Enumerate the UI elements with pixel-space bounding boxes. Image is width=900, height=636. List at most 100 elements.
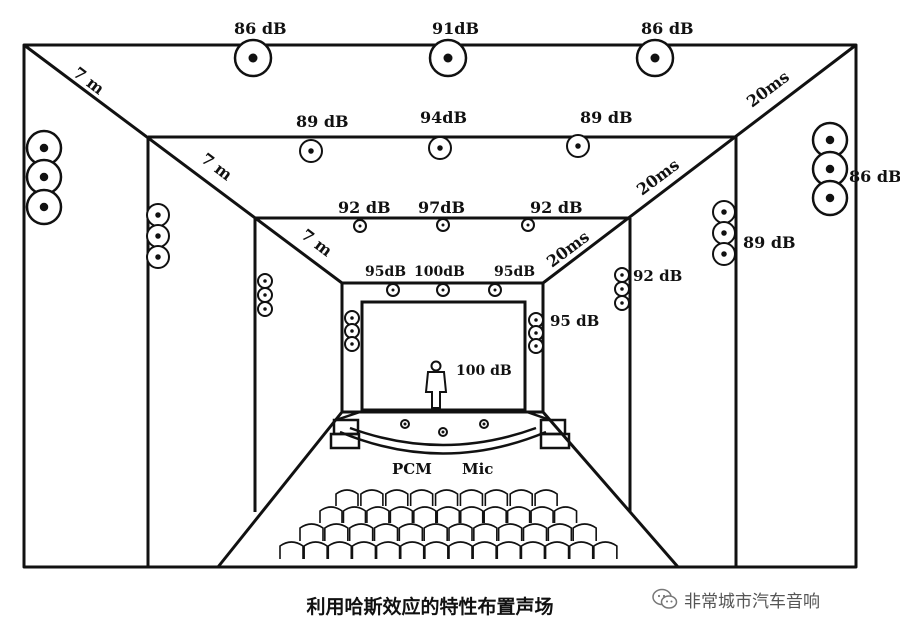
- speaker-icon: [528, 338, 544, 354]
- label-ceil-outer-right: 86 dB: [641, 19, 694, 38]
- speaker-icon: [528, 312, 544, 328]
- seat: [496, 541, 522, 559]
- speaker-icon: [25, 188, 63, 226]
- seat: [459, 506, 484, 523]
- seat: [472, 541, 497, 559]
- label-ceil-inner-right: 92 dB: [530, 198, 583, 217]
- speaker-icon: [25, 129, 63, 167]
- speaker-icon: [811, 150, 849, 188]
- audience-seats: [279, 489, 618, 559]
- seat: [506, 506, 531, 523]
- speaker-icon: [233, 38, 273, 78]
- label-mic: Mic: [462, 460, 493, 478]
- seat: [335, 489, 359, 506]
- seat: [360, 489, 384, 506]
- seat: [483, 506, 507, 523]
- seat: [409, 489, 434, 506]
- seat: [423, 523, 448, 541]
- seat: [436, 506, 461, 523]
- speaker-icon: [566, 134, 590, 158]
- label-wall-right-middle: 89 dB: [743, 233, 796, 252]
- seat: [324, 523, 349, 541]
- seat: [522, 523, 548, 541]
- label-ceil-mid-right: 89 dB: [580, 108, 633, 127]
- seat: [384, 489, 409, 506]
- label-stage-left: 95dB: [365, 264, 406, 280]
- seat: [319, 506, 343, 523]
- speaker-icon: [438, 427, 448, 437]
- seat: [279, 541, 304, 559]
- speaker-icon: [614, 295, 630, 311]
- watermark-text: 非常城市汽车音响: [684, 591, 820, 612]
- seat: [520, 541, 546, 559]
- seat: [399, 541, 425, 559]
- floor-edge-left: [216, 411, 344, 568]
- seat: [351, 541, 377, 559]
- seat: [544, 541, 570, 559]
- seat: [534, 489, 558, 506]
- speakers: [25, 38, 849, 437]
- floor-edge-right: [541, 411, 680, 568]
- seat: [299, 523, 324, 541]
- seat: [424, 541, 449, 559]
- speaker-icon: [712, 242, 736, 266]
- speaker-icon: [344, 310, 360, 326]
- stage-screen: [360, 300, 527, 412]
- seat: [366, 506, 390, 523]
- speaker-icon: [635, 38, 675, 78]
- seat: [327, 541, 353, 559]
- speaker-icon: [146, 224, 170, 248]
- seat: [572, 523, 597, 541]
- label-stage-center: 100dB: [414, 264, 465, 280]
- seat: [303, 541, 328, 559]
- label-performer: 100 dB: [456, 363, 512, 379]
- speaker-icon: [344, 323, 360, 339]
- seat: [375, 541, 401, 559]
- speaker-icon: [428, 136, 452, 160]
- speaker-icon: [257, 301, 273, 317]
- label-pcm: PCM: [392, 460, 432, 478]
- seat: [593, 541, 618, 559]
- performer-figure: [424, 360, 448, 409]
- seat: [448, 541, 473, 559]
- seat: [434, 489, 459, 506]
- watermark: 非常城市汽车音响: [652, 584, 892, 614]
- speaker-icon: [811, 121, 849, 159]
- seat: [389, 506, 414, 523]
- speaker-icon: [436, 283, 450, 297]
- speaker-icon: [400, 419, 410, 429]
- seat: [484, 489, 509, 506]
- label-ceil-inner-center: 97dB: [418, 198, 465, 217]
- label-stage-right: 95dB: [494, 264, 535, 280]
- label-delay-outer: 20ms: [743, 67, 793, 111]
- seat: [448, 523, 473, 541]
- stage-platform: [329, 410, 571, 455]
- seat: [497, 523, 523, 541]
- diagram-caption: 利用哈斯效应的特性布置声场: [306, 596, 554, 618]
- speaker-icon: [712, 221, 736, 245]
- seat: [342, 506, 367, 523]
- ceiling-edge-right: [542, 43, 857, 285]
- seat: [509, 489, 534, 506]
- label-ceil-mid-center: 94dB: [420, 108, 467, 127]
- seat: [530, 506, 554, 523]
- speaker-icon: [712, 200, 736, 224]
- speaker-icon: [614, 281, 630, 297]
- seat: [413, 506, 437, 523]
- speaker-icon: [299, 139, 323, 163]
- seat: [398, 523, 424, 541]
- seat: [459, 489, 484, 506]
- label-wall-right-inner: 92 dB: [633, 267, 682, 285]
- speaker-icon: [386, 283, 400, 297]
- seat: [473, 523, 498, 541]
- label-wall-right-stage: 95 dB: [550, 312, 599, 330]
- seat: [568, 541, 594, 559]
- label-ceil-inner-left: 92 dB: [338, 198, 391, 217]
- seat: [553, 506, 578, 523]
- speaker-icon: [257, 273, 273, 289]
- label-ceil-outer-left: 86 dB: [234, 19, 287, 38]
- wechat-icon: [652, 588, 678, 609]
- speaker-icon: [811, 179, 849, 217]
- label-delay-middle: 20ms: [633, 155, 683, 199]
